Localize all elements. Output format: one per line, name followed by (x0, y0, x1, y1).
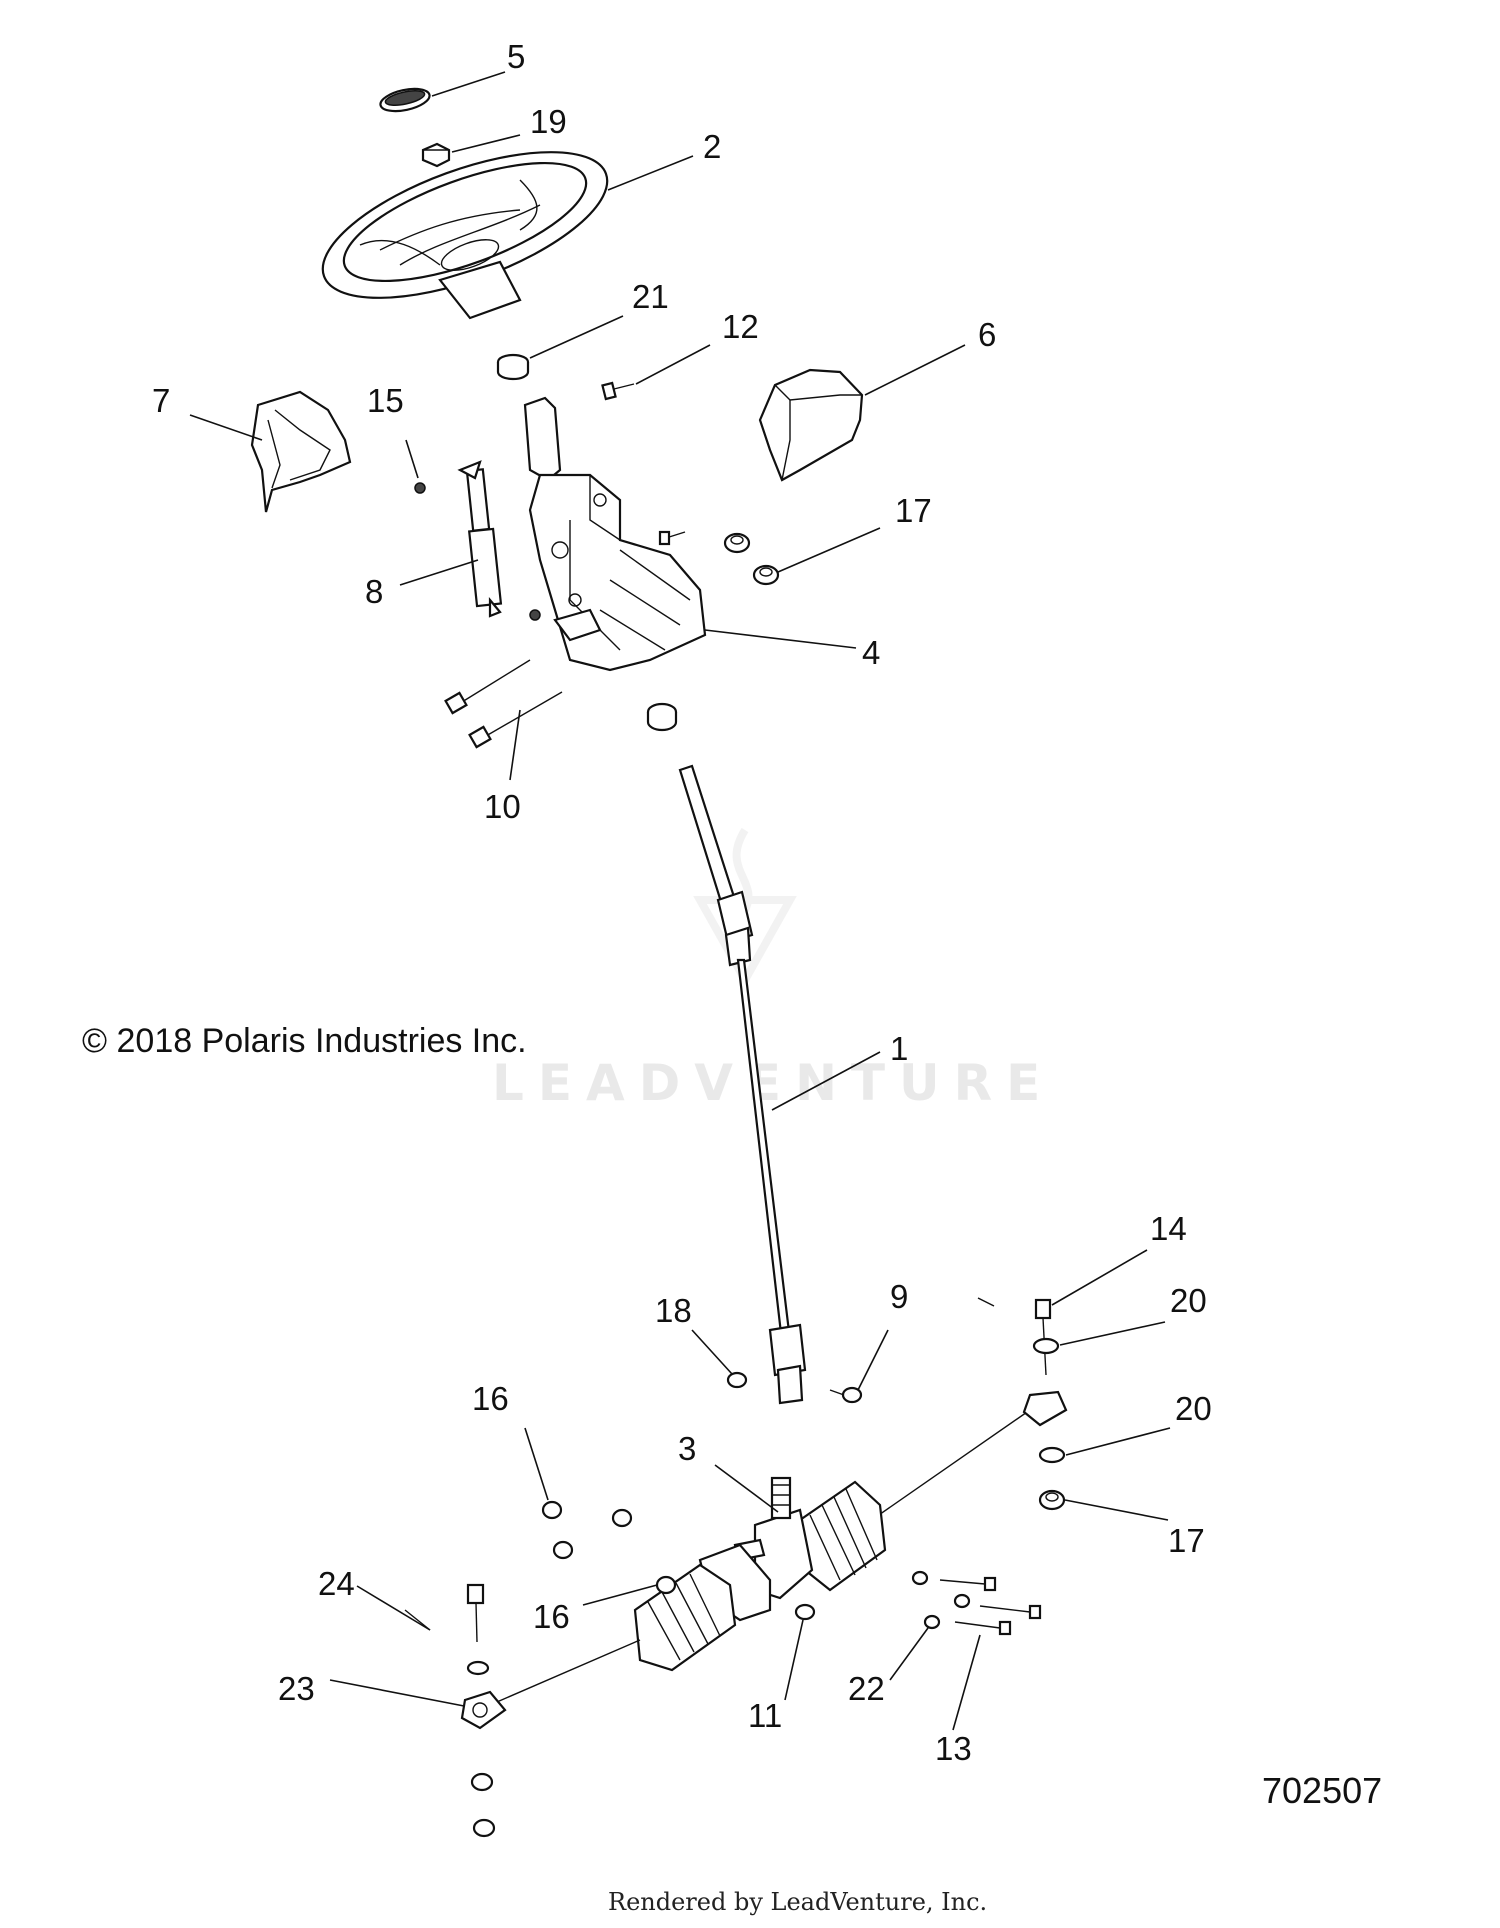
callout-10: 10 (484, 788, 521, 825)
callout-11: 11 (748, 1697, 782, 1734)
footer-credit: Rendered by LeadVenture, Inc. (608, 1888, 987, 1916)
part-screw-bracket[interactable] (658, 530, 686, 546)
part-flange-nut-upper-b[interactable] (752, 564, 780, 586)
callout-7: 7 (152, 382, 170, 419)
part-bolt-11[interactable] (794, 1603, 816, 1621)
part-bolt-left[interactable] (466, 1583, 485, 1643)
callout-21: 21 (632, 278, 669, 315)
copyright-text: © 2018 Polaris Industries Inc. (82, 1022, 527, 1060)
part-horn-cap[interactable] (378, 85, 431, 115)
callout-5: 5 (507, 38, 525, 75)
part-washer-20-b[interactable] (1038, 1446, 1066, 1464)
watermark-text: LEADVENTURE (492, 1054, 1054, 1112)
part-left-cover[interactable] (250, 390, 352, 513)
part-nut-16-b[interactable] (611, 1508, 633, 1528)
callout-23: 23 (278, 1670, 315, 1707)
part-steering-rack[interactable] (460, 1390, 1068, 1730)
part-flange-nut-upper-a[interactable] (723, 532, 751, 554)
callout-14: 14 (1150, 1210, 1187, 1247)
part-washer-left[interactable] (466, 1660, 490, 1676)
part-screw-12[interactable] (601, 381, 635, 401)
watermark-logo (693, 827, 797, 989)
callout-13: 13 (935, 1730, 972, 1767)
callout-2: 2 (703, 128, 721, 165)
callout-20b: 20 (1175, 1390, 1212, 1427)
part-nut-16-a[interactable] (541, 1500, 563, 1520)
part-flange-nut-lower-right[interactable] (1038, 1489, 1066, 1511)
callout-19: 19 (530, 103, 567, 140)
part-nut-left-a[interactable] (470, 1772, 494, 1792)
part-steering-wheel-nut[interactable] (421, 142, 451, 168)
part-gas-strut[interactable] (457, 460, 503, 618)
diagram-number: 702507 (1262, 1770, 1382, 1811)
part-bolt-14[interactable] (1034, 1298, 1052, 1376)
callout-24: 24 (318, 1565, 355, 1602)
callout-17a: 17 (895, 492, 932, 529)
part-cotter-pin[interactable] (977, 1297, 995, 1307)
part-bolts-13[interactable] (939, 1576, 1042, 1636)
part-nut-15[interactable] (414, 482, 426, 494)
part-column-bracket[interactable] (523, 396, 707, 672)
callout-18: 18 (655, 1292, 692, 1329)
callout-8: 8 (365, 573, 383, 610)
callout-4: 4 (862, 634, 880, 671)
part-nut-16-c[interactable] (552, 1540, 574, 1560)
callout-16b: 16 (533, 1598, 570, 1635)
part-bolt-9[interactable] (829, 1386, 863, 1404)
part-washers-22[interactable] (911, 1570, 971, 1630)
part-steering-wheel[interactable] (305, 122, 625, 328)
part-right-cover[interactable] (758, 368, 864, 482)
callouts: 5 19 2 21 12 6 7 15 17 8 4 10 1 14 20 18… (152, 38, 1212, 1767)
leader-lines (189, 71, 1171, 1731)
callout-9: 9 (890, 1278, 908, 1315)
callout-15: 15 (367, 382, 404, 419)
callout-16a: 16 (472, 1380, 509, 1417)
callout-20a: 20 (1170, 1282, 1207, 1319)
part-washer-20-a[interactable] (1032, 1337, 1060, 1355)
callout-1: 1 (890, 1030, 908, 1067)
callout-12: 12 (722, 308, 759, 345)
callout-17b: 17 (1168, 1522, 1205, 1559)
part-nut-18[interactable] (726, 1371, 748, 1389)
part-nut-16-d[interactable] (655, 1575, 677, 1595)
callout-3: 3 (678, 1430, 696, 1467)
part-nut-left-b[interactable] (472, 1818, 496, 1838)
callout-22: 22 (848, 1670, 885, 1707)
part-steering-shaft[interactable] (678, 764, 807, 1405)
part-long-bolts[interactable] (444, 659, 563, 749)
callout-6: 6 (978, 316, 996, 353)
part-bushing-lower[interactable] (646, 702, 678, 732)
part-bushing-upper[interactable] (496, 353, 530, 381)
part-nut-bracket[interactable] (529, 609, 541, 621)
